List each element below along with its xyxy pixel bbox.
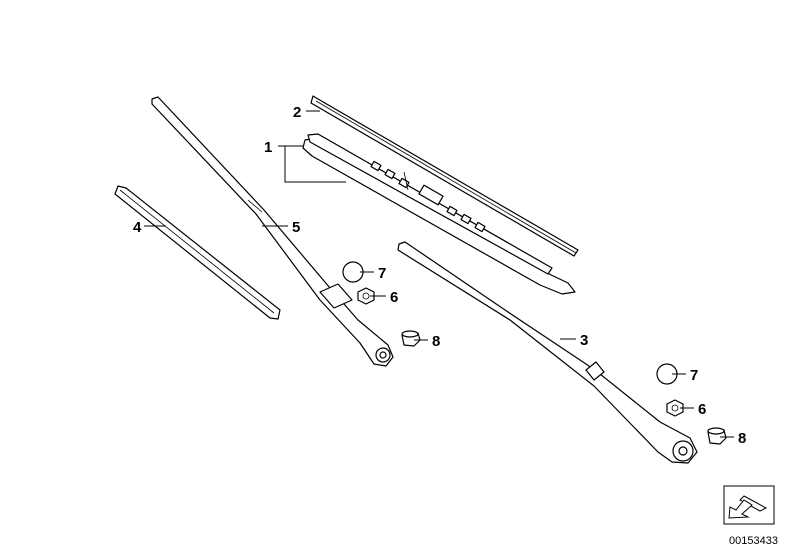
hex-nut-left[interactable]: [357, 287, 375, 305]
wiper-spoiler-strip[interactable]: [114, 185, 281, 320]
callout-4: 4: [133, 219, 142, 236]
callout-6-right: 6: [698, 401, 706, 418]
callout-7-left: 7: [378, 265, 386, 282]
callout-8-right: 8: [738, 430, 746, 447]
wiper-arm-left[interactable]: [151, 96, 394, 367]
wiper-blade[interactable]: [302, 133, 576, 295]
callout-1: 1: [264, 139, 272, 156]
callout-8-left: 8: [432, 333, 440, 350]
callout-5: 5: [292, 219, 300, 236]
callout-3: 3: [580, 332, 588, 349]
wiper-arm-right[interactable]: [397, 241, 698, 464]
callout-2: 2: [293, 104, 301, 121]
arrow-icon[interactable]: [723, 485, 775, 525]
callout-7-right: 7: [690, 367, 698, 384]
leader-lines: [144, 110, 734, 438]
callout-6-left: 6: [390, 289, 398, 306]
hex-nut-right[interactable]: [666, 399, 684, 417]
diagram-reference-number: 00153433: [729, 535, 778, 547]
wiper-rubber-strip[interactable]: [310, 95, 579, 257]
grommet-right[interactable]: [707, 427, 727, 445]
grommet-left[interactable]: [401, 330, 421, 347]
